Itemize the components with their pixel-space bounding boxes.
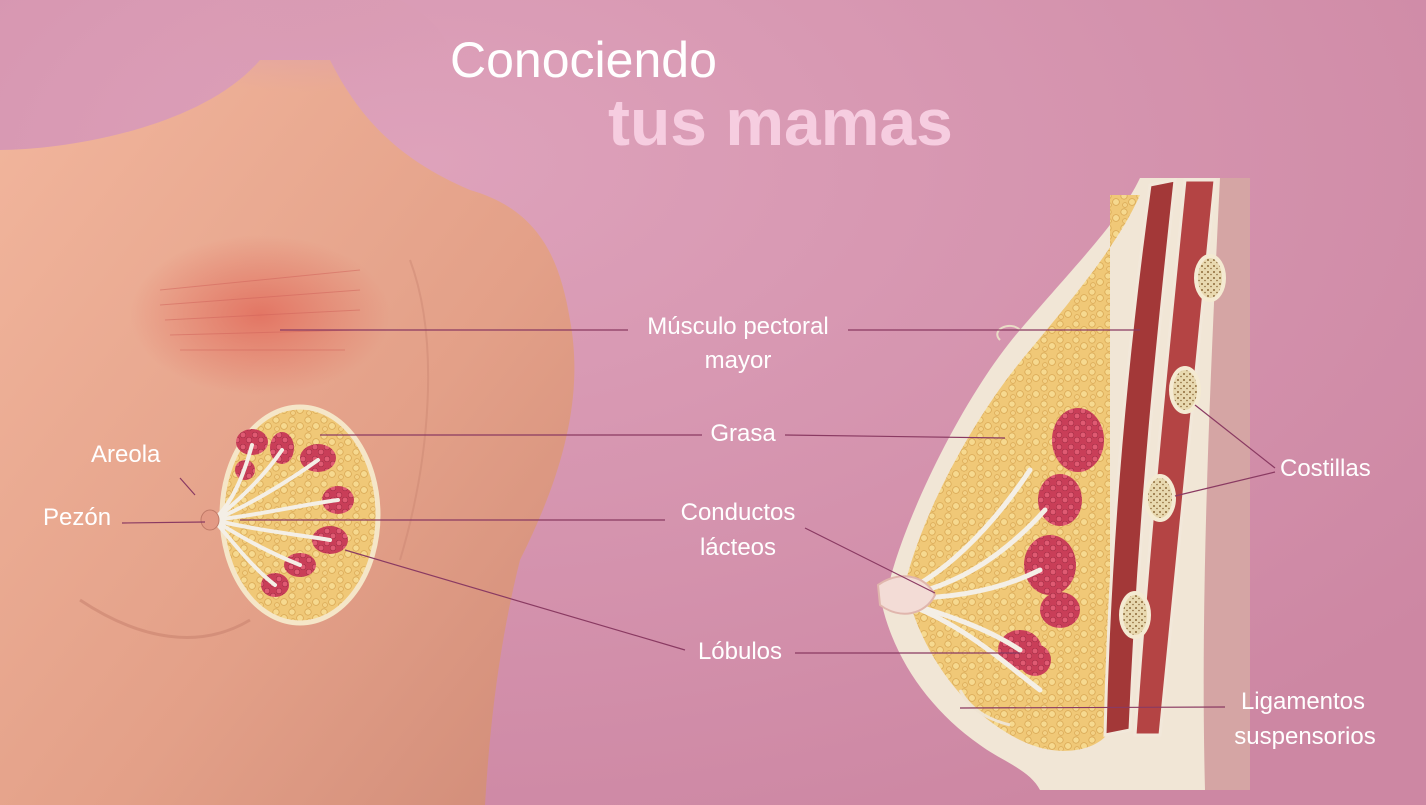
nipple (200, 509, 220, 531)
label-costillas: Costillas (1280, 455, 1371, 482)
label-ligamentos-line1: Ligamentos (1241, 688, 1365, 715)
leader-lines (121, 329, 1276, 709)
label-conductos-line1: Conductos (681, 499, 796, 526)
label-lobulos: Lóbulos (698, 638, 782, 665)
label-conductos-line2: lácteos (700, 534, 776, 561)
label-areola: Areola (91, 441, 161, 468)
front-milk-ducts (212, 443, 340, 587)
title-line2: tus mamas (608, 85, 953, 159)
label-ligamentos-line2: suspensorios (1234, 723, 1375, 750)
label-pezon: Pezón (43, 504, 111, 531)
intercostal-muscle (1133, 178, 1217, 737)
pectoral-muscle (1103, 178, 1177, 737)
ribs (1119, 254, 1226, 639)
title-line1: Conociendo (450, 32, 717, 88)
label-musculo-line2: mayor (705, 347, 772, 374)
side-fat-tissue (905, 195, 1140, 751)
side-lobules (998, 408, 1104, 676)
suspensory-ligament-strands (958, 689, 1011, 727)
side-breast-cross-section (876, 178, 1250, 790)
label-musculo-line1: Músculo pectoral (647, 313, 828, 340)
front-breast-cutaway (200, 404, 381, 626)
label-grasa: Grasa (710, 420, 776, 447)
